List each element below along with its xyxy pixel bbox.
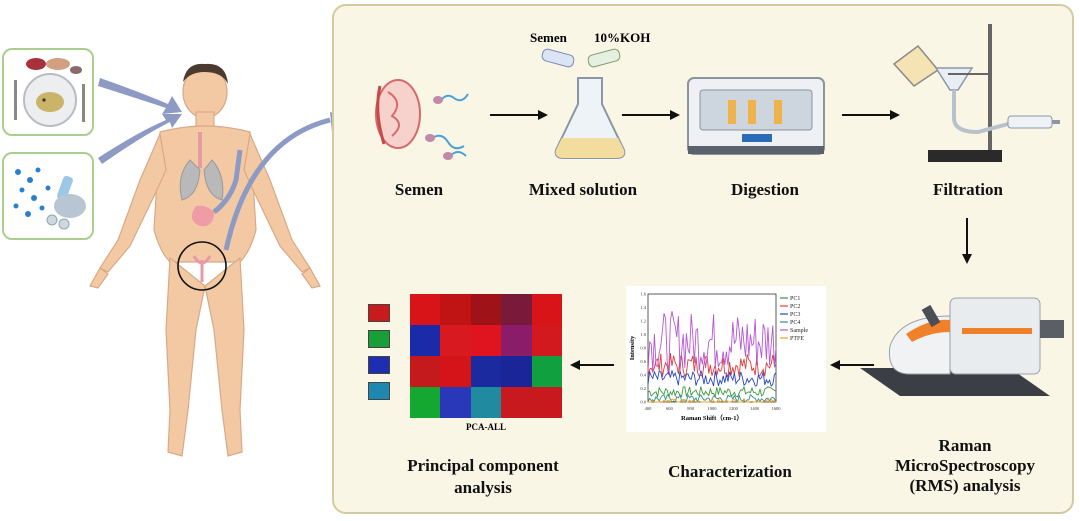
pca-chip bbox=[368, 356, 390, 374]
pca-caption: PCA-ALL bbox=[466, 422, 506, 432]
pca-cell bbox=[410, 356, 441, 387]
pca-cell bbox=[501, 294, 532, 325]
y-tick-label: 0.0 bbox=[640, 400, 646, 405]
rms-label-line1: Raman bbox=[938, 436, 992, 455]
microplastic-source-box bbox=[2, 152, 94, 240]
pca-cell bbox=[531, 294, 562, 325]
incubator-icon bbox=[687, 77, 825, 155]
series-sample bbox=[647, 311, 777, 372]
pca-cell bbox=[410, 294, 441, 325]
arrow-right bbox=[842, 110, 900, 120]
digestion-label: Digestion bbox=[731, 180, 799, 199]
legend-label: PC2 bbox=[790, 304, 800, 310]
pca-heatmap bbox=[410, 294, 562, 418]
legend-label: PC3 bbox=[790, 312, 800, 318]
arrow-left bbox=[830, 360, 874, 370]
pca-cell bbox=[410, 387, 441, 418]
semen-label: Semen bbox=[394, 180, 444, 199]
semen-tube-label: Semen bbox=[530, 30, 567, 45]
legend-label: PC1 bbox=[790, 296, 800, 302]
pca-cell bbox=[531, 387, 562, 418]
filtration-label: Filtration bbox=[933, 180, 1003, 199]
legend-label: Sample bbox=[790, 328, 808, 334]
intake-arrows bbox=[98, 78, 182, 164]
x-tick-label: 800 bbox=[687, 406, 695, 411]
arrow-left bbox=[570, 360, 614, 370]
pca-cell bbox=[501, 387, 532, 418]
x-tick-label: 400 bbox=[645, 406, 653, 411]
pca-cell bbox=[501, 356, 532, 387]
series-pc3 bbox=[647, 369, 777, 387]
filtration-apparatus-icon bbox=[892, 24, 1060, 162]
microplastic-particles-icon bbox=[13, 167, 86, 230]
characterization-label: Characterization bbox=[668, 462, 792, 481]
pca-label-line2: analysis bbox=[454, 478, 512, 497]
pca-cell bbox=[440, 387, 471, 418]
x-tick-label: 600 bbox=[666, 406, 674, 411]
pca-cell bbox=[531, 325, 562, 356]
x-tick-label: 1200 bbox=[729, 406, 739, 411]
x-tick-label: 1000 bbox=[708, 406, 718, 411]
y-tick-label: 0.2 bbox=[640, 386, 646, 391]
y-tick-label: 1.2 bbox=[640, 319, 646, 324]
arrow-right bbox=[622, 110, 680, 120]
spectrum-svg: 400 600 800 1000 1200 1400 1600 0.0 0.2 0.4 0.6 0.8… bbox=[629, 292, 808, 423]
pca-chip bbox=[368, 304, 390, 322]
y-tick-label: 1.4 bbox=[640, 305, 646, 310]
rms-label-line2: MicroSpectroscopy bbox=[894, 456, 1036, 475]
y-tick-label: 0.8 bbox=[640, 346, 646, 351]
pca-cell bbox=[410, 325, 441, 356]
human-figure bbox=[89, 63, 340, 457]
arrow-down bbox=[962, 218, 972, 264]
y-tick-label: 1.0 bbox=[640, 332, 646, 337]
pca-label-line1: Principal component bbox=[407, 456, 559, 475]
y-tick-label: 0.4 bbox=[640, 373, 646, 378]
legend-label: PC4 bbox=[790, 320, 800, 326]
pca-chip bbox=[368, 330, 390, 348]
testis-sperm-icon bbox=[375, 79, 469, 160]
pca-cell bbox=[470, 356, 502, 387]
spectrum-plot: 400 600 800 1000 1200 1400 1600 0.0 0.2 0.4 0.6 0.8… bbox=[626, 286, 826, 432]
x-tick-label: 1600 bbox=[772, 406, 782, 411]
series-ptfe bbox=[648, 397, 777, 403]
food-source-box bbox=[2, 48, 94, 136]
series-pc1 bbox=[647, 385, 777, 399]
pca-cell bbox=[470, 325, 502, 356]
y-axis-label: Intensity bbox=[629, 335, 636, 360]
pca-cell bbox=[531, 356, 562, 387]
pca-cell bbox=[440, 325, 471, 356]
y-tick-label: 0.6 bbox=[640, 359, 646, 364]
koh-tube-label: 10%KOH bbox=[594, 30, 651, 45]
seafood-plate-icon bbox=[14, 58, 85, 127]
pca-cell bbox=[501, 325, 532, 356]
arrow-right bbox=[490, 110, 548, 120]
x-tick-label: 1400 bbox=[750, 406, 760, 411]
raman-microscope-icon bbox=[860, 297, 1064, 396]
x-axis-label: Raman Shift（cm-1） bbox=[681, 414, 743, 422]
pca-cell bbox=[440, 294, 471, 325]
y-tick-label: 1.6 bbox=[640, 292, 646, 297]
legend-label: PTFE bbox=[790, 336, 804, 342]
pca-cell bbox=[470, 294, 502, 325]
pca-cell bbox=[440, 356, 471, 387]
pca-chip bbox=[368, 382, 390, 400]
rms-label-line3: (RMS) analysis bbox=[909, 476, 1021, 495]
pca-cell bbox=[470, 387, 502, 418]
mixed-solution-label: Mixed solution bbox=[528, 180, 638, 199]
flask-icon bbox=[541, 48, 626, 159]
pca-chip-column bbox=[368, 304, 392, 414]
